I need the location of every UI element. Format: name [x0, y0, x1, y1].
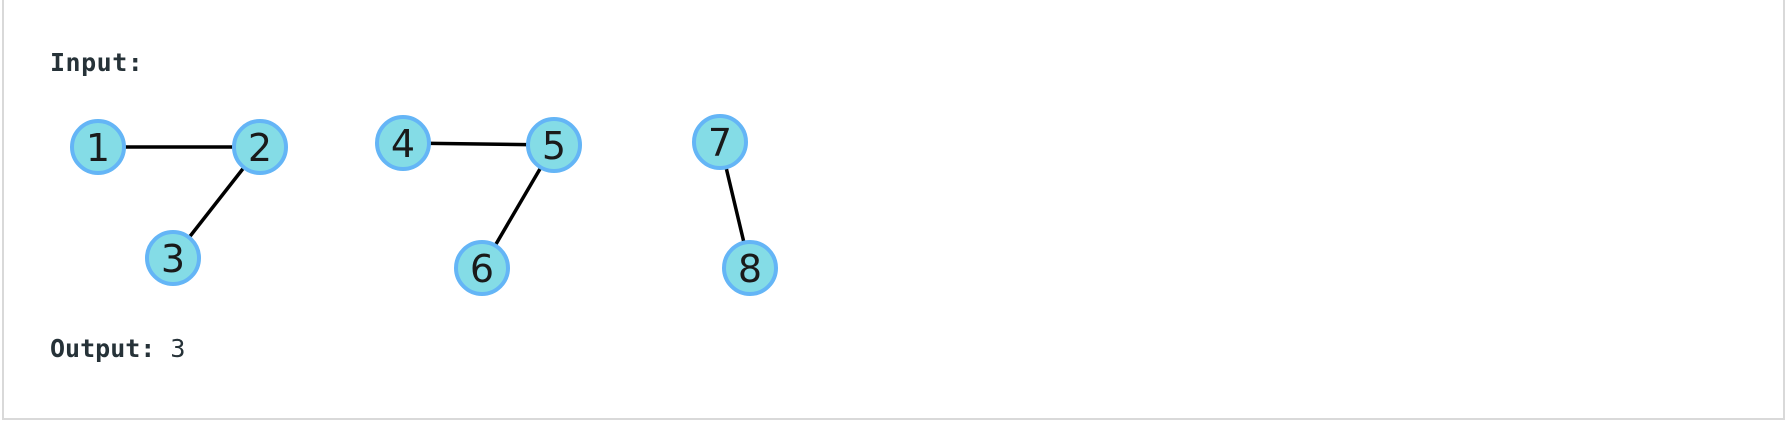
node-circle-3 — [145, 230, 201, 286]
node-label-3: 3 — [161, 237, 185, 281]
example-panel — [2, 0, 1785, 420]
node-circle-8 — [722, 240, 778, 296]
node-circle-4 — [375, 115, 431, 171]
node-circle-6 — [454, 240, 510, 296]
output-line: Output: 3 — [50, 334, 185, 363]
input-label: Input: — [50, 48, 144, 77]
node-circle-5 — [526, 117, 582, 173]
output-value: 3 — [170, 334, 186, 363]
node-1: 1 — [70, 119, 126, 175]
node-label-1: 1 — [86, 126, 110, 170]
output-label: Output: — [50, 334, 156, 363]
node-circle-1 — [70, 119, 126, 175]
node-label-2: 2 — [248, 126, 272, 170]
node-circle-7 — [692, 114, 748, 170]
node-4: 4 — [375, 115, 431, 171]
node-8: 8 — [722, 240, 778, 296]
node-label-6: 6 — [470, 247, 494, 291]
node-label-5: 5 — [542, 124, 566, 168]
node-5: 5 — [526, 117, 582, 173]
node-label-4: 4 — [391, 122, 415, 166]
nodes-layer: 1 2 3 4 5 6 7 8 — [70, 114, 778, 296]
node-circle-2 — [232, 119, 288, 175]
node-2: 2 — [232, 119, 288, 175]
node-label-7: 7 — [708, 121, 732, 165]
node-7: 7 — [692, 114, 748, 170]
node-label-8: 8 — [738, 247, 762, 291]
node-3: 3 — [145, 230, 201, 286]
node-6: 6 — [454, 240, 510, 296]
